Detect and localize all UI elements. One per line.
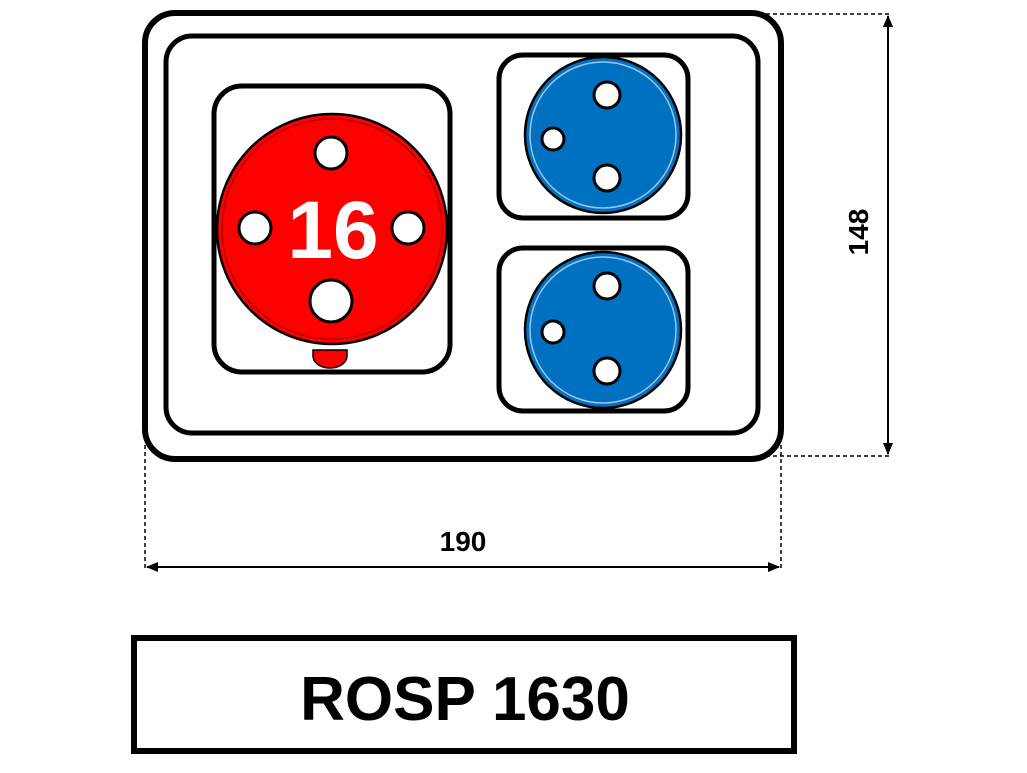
- blue-socket-top-face-rim: [529, 61, 677, 209]
- blue-socket-bottom-pin-hole-c: [592, 356, 622, 386]
- red-socket-key-tab: [312, 349, 348, 369]
- width-dimension-label: 190: [440, 526, 487, 557]
- height-dimension: 148: [766, 13, 893, 457]
- blue-socket-bottom-module: [496, 245, 691, 414]
- red-socket-rating-label: 16: [287, 185, 378, 276]
- red-socket-pin-hole-left: [237, 210, 273, 246]
- width-dimension: 190: [144, 445, 782, 572]
- red-socket-pin-hole-right: [390, 210, 426, 246]
- blue-socket-top-pin-hole-a: [592, 80, 622, 110]
- height-dimension-label: 148: [843, 209, 874, 256]
- blue-socket-top-module: [496, 52, 691, 221]
- blue-socket-bottom-face: [523, 250, 683, 410]
- blue-socket-bottom-pin-hole-b: [540, 319, 566, 345]
- blue-socket-bottom-pin-hole-a: [592, 271, 622, 301]
- red-socket-face-rim: [221, 118, 443, 340]
- red-socket-earth-hole: [308, 278, 354, 324]
- red-socket-pin-hole-top: [313, 135, 349, 171]
- model-label-frame: [131, 635, 797, 754]
- blue-socket-bottom-face-rim: [529, 256, 677, 404]
- model-label-text: ROSP 1630: [300, 665, 630, 734]
- model-label-box: ROSP 1630: [131, 635, 797, 754]
- blue-socket-top-pin-hole-c: [592, 163, 622, 193]
- blue-socket-top-face: [523, 55, 683, 215]
- blue-socket-top-pin-hole-b: [540, 126, 566, 152]
- red-socket-face: [215, 112, 449, 346]
- red-socket-module: 16: [211, 83, 453, 375]
